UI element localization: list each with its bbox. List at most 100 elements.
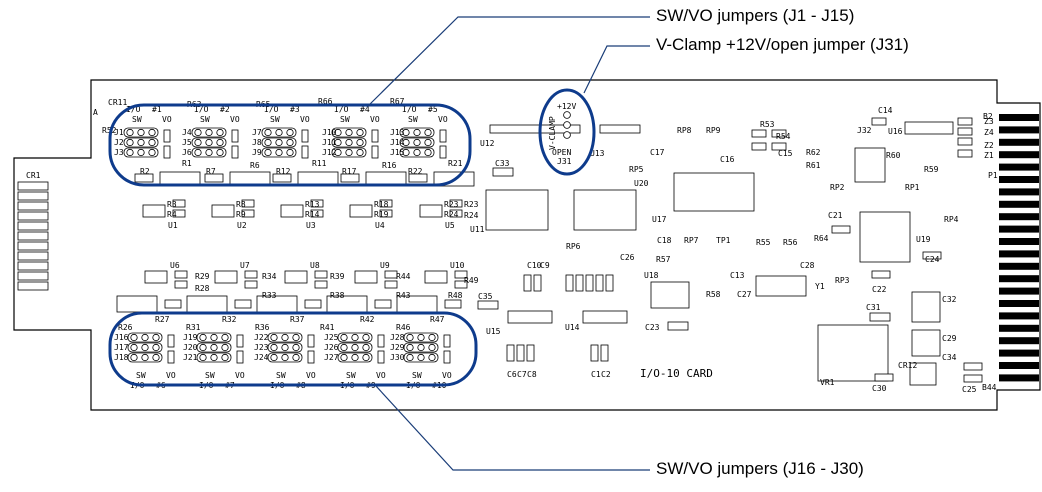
ic-chip <box>142 204 166 218</box>
resistor-label: R24 <box>464 211 479 220</box>
capacitor <box>506 344 515 362</box>
jumper-vo-label: VO <box>162 115 172 124</box>
jumper-pin <box>137 148 145 157</box>
capacitor-label: C23 <box>645 323 660 332</box>
jumper-pin <box>334 128 342 137</box>
callout-top-jumpers: SW/VO jumpers (J1 - J15) <box>656 6 855 25</box>
jumper-pin <box>402 128 410 137</box>
jumper-ref-label: J11 <box>322 138 337 147</box>
small-capacitor <box>371 145 379 159</box>
edge-pad <box>999 287 1039 295</box>
small-capacitor <box>439 145 447 159</box>
small-capacitor <box>231 129 239 143</box>
resistor-label: R41 <box>320 323 335 332</box>
leader-line-top-2 <box>583 45 650 94</box>
j31-jumper: +12V OPEN J31 V-CLAMP <box>548 102 576 166</box>
edge-pad <box>999 126 1039 134</box>
jumper-ref-label: J2 <box>114 138 124 147</box>
resistor-label: R58 <box>706 290 721 299</box>
jumper-ref-label: J5 <box>182 138 192 147</box>
resistor <box>174 280 188 289</box>
jumper-pin <box>334 148 342 157</box>
resistor <box>957 149 973 158</box>
jumper-ref-label: J20 <box>183 343 198 352</box>
b44-label: B44 <box>982 383 997 392</box>
jumper-pin <box>270 343 278 352</box>
resistor <box>871 117 887 126</box>
jumper-pin <box>345 148 353 157</box>
capacitor <box>585 274 594 292</box>
resistor <box>234 299 252 309</box>
jumper-pin <box>264 128 272 137</box>
capacitor-label: C28 <box>800 261 815 270</box>
jumper-pin <box>194 128 202 137</box>
resistor <box>244 280 258 289</box>
resistor-label: R23 <box>444 200 459 209</box>
edge-pad <box>999 163 1039 171</box>
resistor <box>751 142 767 151</box>
jumper-pin <box>152 343 160 352</box>
small-capacitor <box>236 350 244 364</box>
connector-j32 <box>854 147 886 183</box>
ic-label: U16 <box>888 127 903 136</box>
capacitor-label: C1 <box>591 370 601 379</box>
edge-pad <box>999 312 1039 320</box>
left-connector-pin <box>17 251 49 261</box>
resistor <box>304 299 322 309</box>
ic-label: U6 <box>170 261 180 270</box>
resistor <box>454 270 468 279</box>
jumper-pin <box>137 138 145 147</box>
small-capacitor <box>163 145 171 159</box>
resistor <box>384 280 398 289</box>
resistor-label: R37 <box>290 315 305 324</box>
jumper-pin <box>275 138 283 147</box>
j31-pin <box>563 121 571 129</box>
capacitor-label: C7 <box>517 370 527 379</box>
jumper-pin <box>130 353 138 362</box>
jumper-pin <box>286 148 294 157</box>
jumper-pin <box>216 128 224 137</box>
resistor-label: R31 <box>186 323 201 332</box>
top-jumper-block <box>399 127 435 158</box>
capacitor <box>565 274 574 292</box>
resistor <box>272 173 292 183</box>
jumper-vo-label: VO <box>235 371 245 380</box>
jumper-sw-label: SW <box>346 371 356 380</box>
resistor <box>374 299 392 309</box>
edge-pad <box>999 275 1039 283</box>
jumper-pin <box>210 333 218 342</box>
resistor <box>379 209 393 218</box>
jumper-ref-label: J21 <box>183 353 198 362</box>
ic-u18 <box>650 281 690 309</box>
capacitor-c29 <box>911 329 941 357</box>
capacitor <box>523 274 532 292</box>
resistor-label: R34 <box>262 272 277 281</box>
edge-pad <box>999 213 1039 221</box>
edge-connector-pads <box>999 114 1039 382</box>
jumper-pin <box>362 333 370 342</box>
ic-label: U13 <box>590 149 605 158</box>
resistor-label: R61 <box>806 161 821 170</box>
edge-pad <box>999 138 1039 146</box>
capacitor-label: C21 <box>828 211 843 220</box>
resistor-label: R62 <box>806 148 821 157</box>
small-capacitor <box>307 350 315 364</box>
jumper-pin <box>141 343 149 352</box>
jumper-ref-label: J7 <box>252 128 262 137</box>
edge-pad <box>999 300 1039 307</box>
capacitor-c22 <box>871 270 891 279</box>
capacitor-c25 <box>963 374 983 383</box>
jumper-pin <box>286 128 294 137</box>
jumper-pin <box>264 148 272 157</box>
resistor-label: R56 <box>783 238 798 247</box>
small-capacitor <box>236 334 244 348</box>
capacitor-label: C8 <box>527 370 537 379</box>
resistor-label: R2 <box>140 167 150 176</box>
capacitor-label: C15 <box>778 149 793 158</box>
resistor <box>384 270 398 279</box>
channel-number-label: #4 <box>360 105 370 114</box>
ic-chip <box>284 270 308 284</box>
jumper-pin <box>351 343 359 352</box>
